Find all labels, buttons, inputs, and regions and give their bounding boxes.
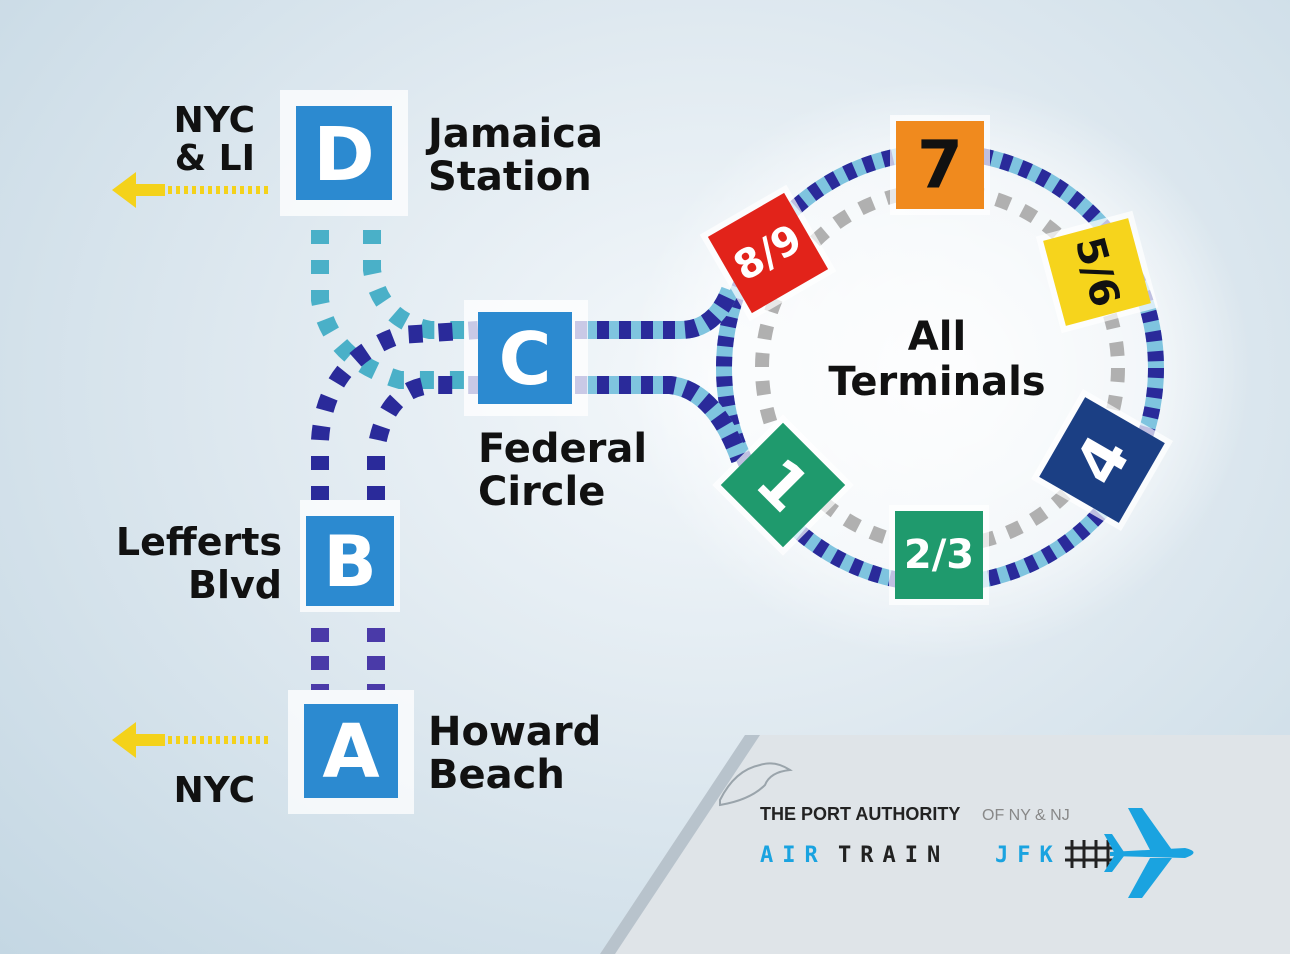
station-a-name-line1: Howard xyxy=(428,709,601,755)
airtrain-air: AIR xyxy=(760,843,827,868)
track-b-c-left xyxy=(311,321,479,500)
terminal-label: 2/3 xyxy=(904,532,974,578)
terminal-tile xyxy=(1039,397,1165,523)
station-d-name-line1: Jamaica xyxy=(425,111,603,157)
track-b-c-right xyxy=(367,376,478,500)
arrow-left-icon xyxy=(112,722,268,758)
station-b-name-line2: Blvd xyxy=(188,563,282,607)
airtrain-jfk: JFK xyxy=(995,843,1062,868)
track-c-loop-bottom xyxy=(575,376,749,464)
terminal-8-9[interactable]: 8/9 xyxy=(699,184,837,322)
track-d-c-left xyxy=(311,230,478,389)
loop-label-line1: All xyxy=(908,314,966,360)
station-a-name-line2: Beach xyxy=(428,752,565,798)
station-d[interactable]: D xyxy=(280,90,408,216)
station-d-name-line2: Station xyxy=(428,154,592,200)
station-letter: C xyxy=(499,317,552,401)
port-authority-suffix: OF NY & NJ xyxy=(982,807,1070,824)
track-d-c-right xyxy=(363,230,478,339)
station-d-connection-line2: & LI xyxy=(175,138,255,179)
station-a[interactable]: A xyxy=(288,690,414,814)
airtrain-wordmark: AIR TRAIN JFK xyxy=(760,843,1062,868)
terminal-tile xyxy=(1043,218,1151,326)
branding-panel xyxy=(600,735,1290,954)
station-letter: D xyxy=(313,112,374,198)
station-letter: A xyxy=(322,709,379,795)
port-authority-logo-icon xyxy=(719,762,793,807)
station-b[interactable]: B xyxy=(300,500,400,612)
terminal-tile xyxy=(896,121,984,209)
station-c[interactable]: C xyxy=(464,300,588,416)
station-a-connection-line1: NYC xyxy=(174,770,255,811)
loop-inner-track xyxy=(755,183,1125,553)
track-icon xyxy=(1065,840,1120,868)
terminal-5-6[interactable]: 5/6 xyxy=(1035,210,1159,334)
airtrain-train: TRAIN xyxy=(838,843,949,868)
port-authority-name: THE PORT AUTHORITY xyxy=(760,804,960,824)
station-letter: B xyxy=(323,521,376,603)
station-c-name-line2: Circle xyxy=(478,469,605,515)
terminal-7[interactable]: 7 xyxy=(890,115,990,215)
terminal-tile xyxy=(720,422,846,548)
branding-panel-edge xyxy=(600,735,760,954)
station-d-connection-line1: NYC xyxy=(174,100,255,141)
loop-label-line2: Terminals xyxy=(828,359,1045,405)
terminal-label: 7 xyxy=(917,127,963,204)
terminal-tile xyxy=(895,511,983,599)
station-c-name-line1: Federal xyxy=(478,426,647,472)
loop-outer-track xyxy=(716,144,1164,592)
arrow-left-icon xyxy=(112,172,268,208)
track-c-loop-top xyxy=(575,286,739,339)
terminal-4[interactable]: 4 xyxy=(1030,388,1174,532)
station-b-name-line1: Lefferts xyxy=(116,520,282,564)
terminal-2-3[interactable]: 2/3 xyxy=(889,505,989,605)
terminal-tile xyxy=(707,192,829,314)
airplane-icon xyxy=(1104,808,1194,898)
